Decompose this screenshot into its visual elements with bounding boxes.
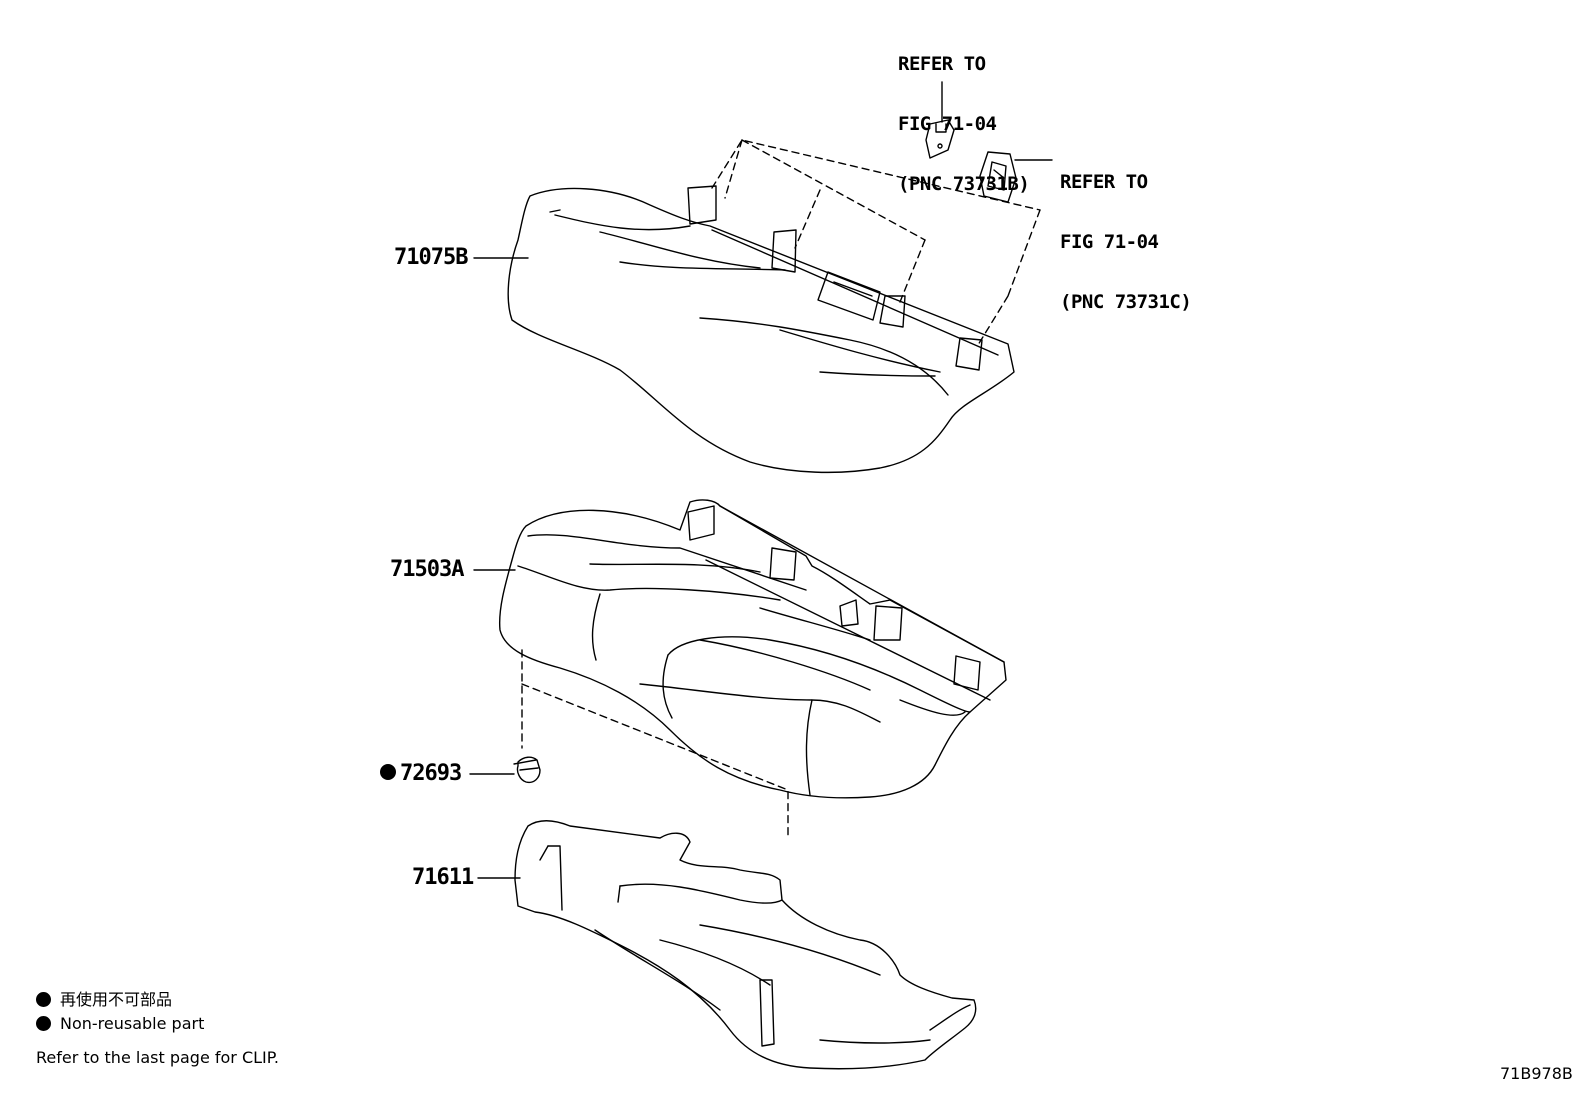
frame-drawing bbox=[514, 820, 977, 1070]
legend-en: Non-reusable part bbox=[36, 1014, 204, 1034]
callout-line: REFER TO bbox=[1060, 171, 1148, 193]
part-number-72693-row: 72693 bbox=[380, 761, 462, 786]
callout-line: FIG 71-04 bbox=[1060, 231, 1159, 253]
clip-73731b-drawing bbox=[925, 81, 955, 159]
callout-refer-73731c: REFER TO FIG 71-04 (PNC 73731C) bbox=[1060, 132, 1192, 332]
legend-jp: 再使用不可部品 bbox=[36, 990, 172, 1010]
part-number-72693[interactable]: 72693 bbox=[400, 761, 462, 786]
callout-line: (PNC 73731C) bbox=[1060, 291, 1192, 313]
clip-73731c-drawing bbox=[979, 151, 1053, 203]
callout-refer-73731b: REFER TO FIG 71-04 (PNC 73731B) bbox=[898, 14, 1030, 214]
callout-line: REFER TO bbox=[898, 53, 986, 75]
leader-lines bbox=[469, 257, 529, 879]
non-reusable-dot-icon bbox=[36, 992, 51, 1007]
callout-line: (PNC 73731B) bbox=[898, 173, 1030, 195]
clip-72693-drawing bbox=[513, 756, 541, 784]
dashed-guides-top bbox=[711, 139, 1041, 346]
non-reusable-dot-icon bbox=[36, 1016, 51, 1031]
non-reusable-dot-icon bbox=[380, 764, 396, 780]
figure-id: 71B978B bbox=[1500, 1064, 1573, 1083]
callout-line: FIG 71-04 bbox=[898, 113, 997, 135]
part-number-71075b[interactable]: 71075B bbox=[394, 245, 468, 270]
seatback-cover-drawing bbox=[507, 185, 1015, 474]
dashed-guides-bottom bbox=[521, 649, 789, 839]
seat-cushion-drawing bbox=[498, 499, 1007, 799]
part-number-71611[interactable]: 71611 bbox=[412, 865, 474, 890]
part-number-71503a[interactable]: 71503A bbox=[390, 557, 464, 582]
legend-jp-text: 再使用不可部品 bbox=[60, 990, 173, 1009]
clip-note: Refer to the last page for CLIP. bbox=[36, 1048, 279, 1067]
legend-en-text: Non-reusable part bbox=[60, 1014, 205, 1033]
